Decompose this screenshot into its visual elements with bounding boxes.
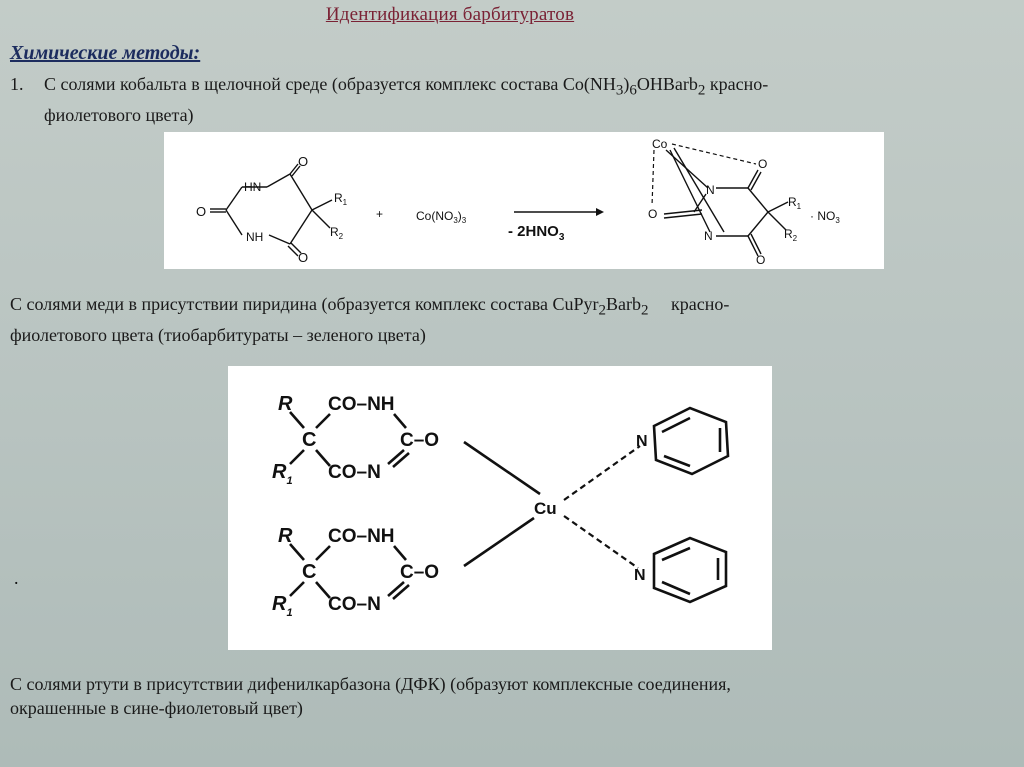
co-nh-label: CO–NH (328, 394, 395, 415)
item-text-part: ) (623, 74, 630, 94)
co-n-label: CO–N (328, 594, 381, 615)
item-mercury-text: С солями ртути в присутствии дифенилкарб… (10, 672, 1010, 720)
c-o-label: C–O (400, 562, 439, 583)
cobalt-reaction-svg: HN NH O O O R1 R2 + Co(NO3)3 - 2HNO3 Co … (196, 137, 840, 267)
item-text-line2: фиолетового цвета) (44, 104, 194, 125)
nitrogen-label: N (636, 433, 648, 450)
oxygen-label: O (196, 204, 206, 219)
subscript: 6 (629, 82, 637, 99)
nitrogen-label: N (706, 183, 715, 197)
item-text-part: С солями кобальта в щелочной среде (обра… (44, 74, 616, 94)
r1-label: R1 (272, 461, 293, 487)
item-text-part: Barb (606, 294, 642, 314)
cobalt-nitrate-label: Co(NO3)3 (416, 209, 467, 225)
hn-label: HN (244, 180, 261, 194)
co-nh-label: CO–NH (328, 526, 395, 547)
cobalt-label: Co (652, 137, 668, 151)
r1-label: R1 (272, 593, 293, 619)
slide-title: Идентификация барбитуратов (325, 4, 575, 25)
copper-label: Cu (534, 499, 557, 518)
item-text-line1: С солями ртути в присутствии дифенилкарб… (10, 674, 731, 694)
item-number: 1. (10, 74, 24, 94)
subscript: 2 (598, 302, 607, 319)
copper-complex-scheme: R CO–NH C C–O R1 CO–N R CO–NH C C–O R1 C… (228, 366, 772, 650)
nitrogen-label: N (634, 567, 646, 584)
r1-label: R1 (788, 195, 802, 211)
item-copper-text: С солями меди в присутствии пиридина (об… (10, 292, 1010, 347)
item-cobalt-text: 1. С солями кобальта в щелочной среде (об… (10, 72, 1010, 127)
c-o-label: C–O (400, 430, 439, 451)
r-label: R (278, 393, 293, 415)
carbon-label: C (302, 429, 316, 451)
subscript: 2 (697, 82, 706, 99)
item-text-part: красно- (705, 74, 769, 94)
nh-label: NH (246, 230, 263, 244)
copper-complex-svg: R CO–NH C C–O R1 CO–N R CO–NH C C–O R1 C… (272, 393, 730, 619)
section-heading: Химические методы: (10, 42, 201, 64)
cobalt-reaction-scheme: HN NH O O O R1 R2 + Co(NO3)3 - 2HNO3 Co … (164, 132, 884, 269)
byproduct-label: - 2HNO3 (508, 223, 565, 243)
r1-label: R1 (334, 191, 348, 207)
oxygen-label: O (298, 154, 308, 169)
item-text-part: С солями меди в присутствии пиридина (об… (10, 294, 599, 314)
nitrate-label: · NO3 (810, 209, 840, 225)
oxygen-label: O (298, 250, 308, 265)
subscript: 2 (641, 302, 649, 319)
item-text-line2: окрашенные в сине-фиолетовый цвет) (10, 698, 303, 718)
item-text-part: OHBarb (636, 74, 698, 94)
stray-dot: . (14, 568, 19, 588)
item-text-part: красно- (648, 294, 730, 314)
plus-sign: + (376, 207, 383, 221)
oxygen-label: O (756, 253, 765, 267)
nitrogen-label: N (704, 229, 713, 243)
r2-label: R2 (784, 227, 798, 243)
oxygen-label: O (758, 157, 767, 171)
co-n-label: CO–N (328, 462, 381, 483)
r-label: R (278, 525, 293, 547)
item-text-line2: фиолетового цвета (тиобарбитураты – зеле… (10, 324, 426, 345)
carbon-label: C (302, 561, 316, 583)
r2-label: R2 (330, 225, 344, 241)
subscript: 3 (615, 82, 624, 99)
oxygen-label: O (648, 207, 657, 221)
